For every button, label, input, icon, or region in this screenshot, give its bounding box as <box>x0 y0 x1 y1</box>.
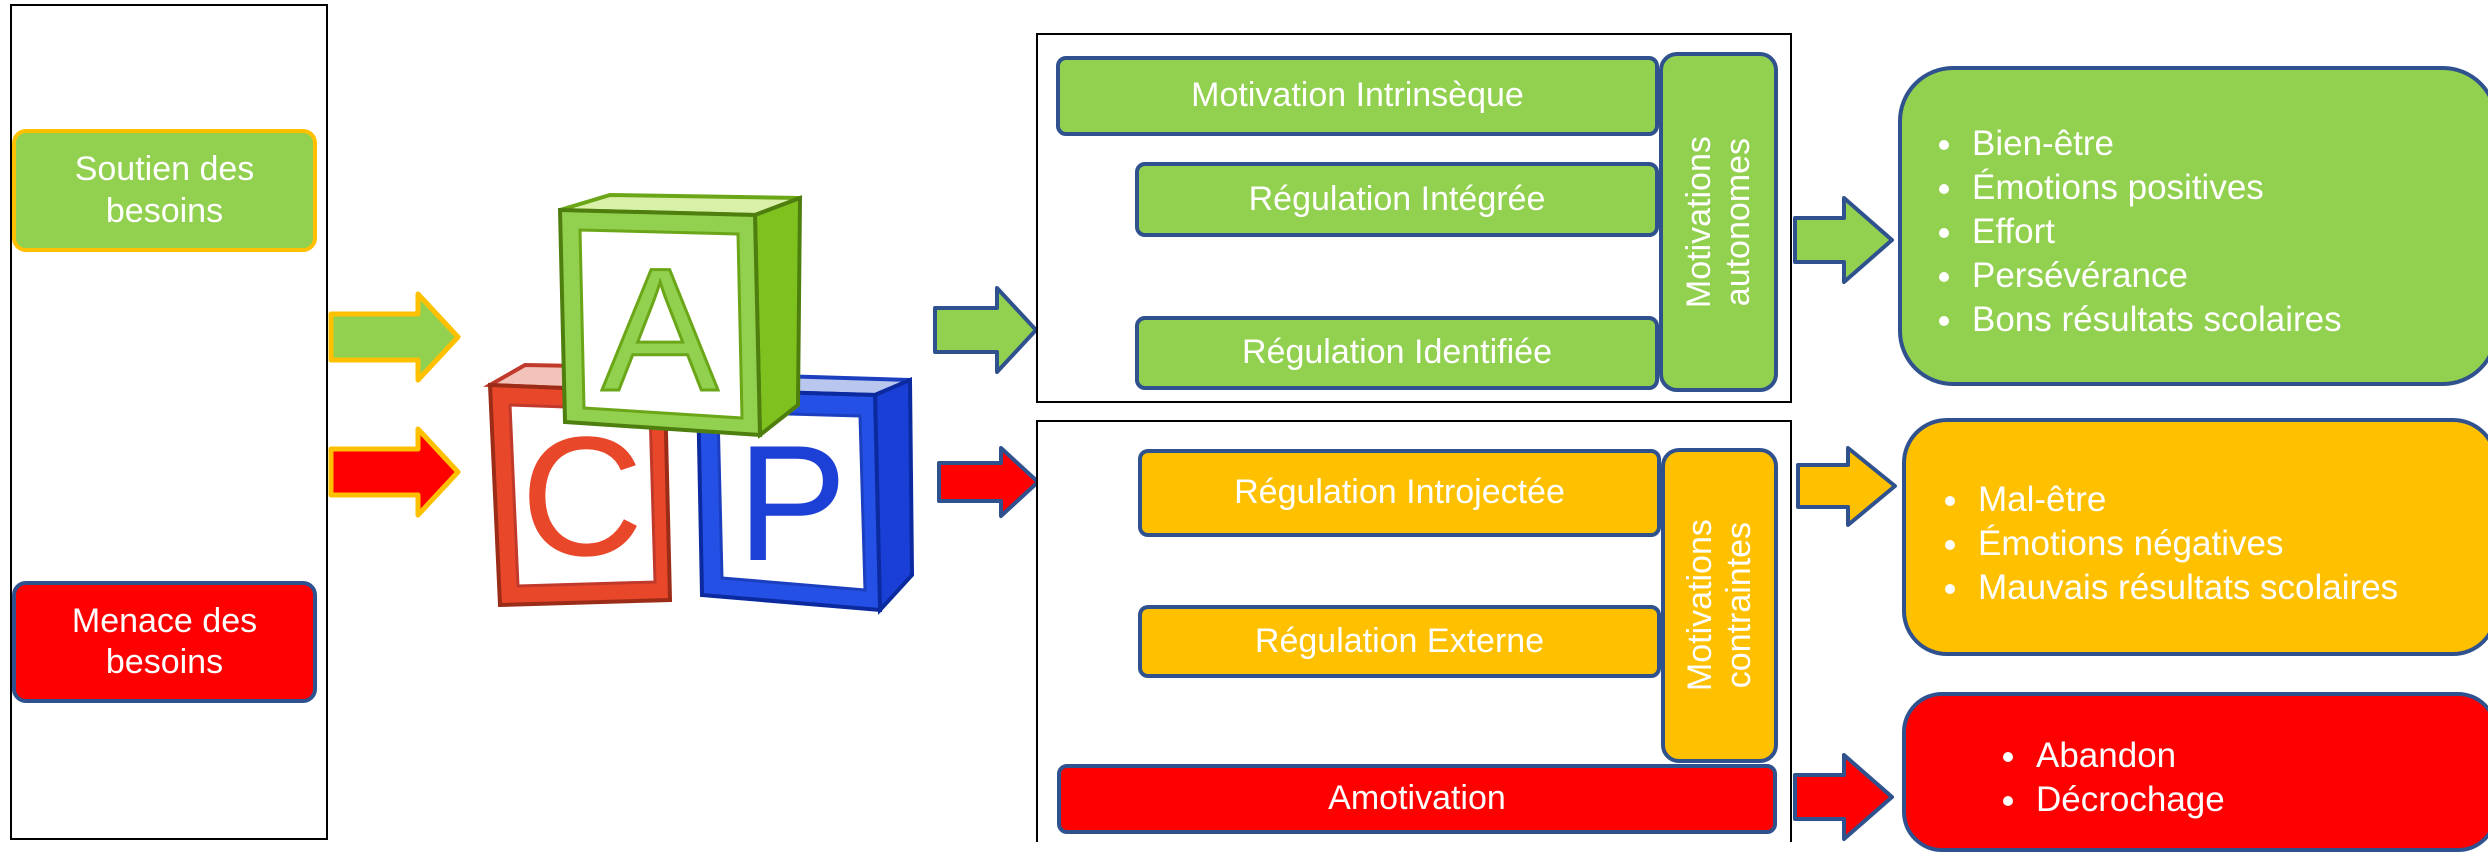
list-item: Bons résultats scolaires <box>1966 298 2488 342</box>
regulation-identifiee-label: Régulation Identifiée <box>1241 333 1552 372</box>
regulation-integree-box: Régulation Intégrée <box>1135 162 1659 237</box>
block-a: A <box>557 192 803 440</box>
block-c-letter: C <box>521 402 644 592</box>
amotivation-box: Amotivation <box>1057 764 1777 834</box>
controlled-group-label: Motivations contraintes <box>1680 519 1758 692</box>
regulation-introjectee-label: Régulation Introjectée <box>1234 473 1565 512</box>
list-item: Mal-être <box>1972 478 2488 522</box>
need-support-label: Soutien des besoins <box>74 150 255 230</box>
list-item: Bien-être <box>1966 122 2488 166</box>
arrow-to-controlled <box>937 446 1040 518</box>
regulation-identifiee-box: Régulation Identifiée <box>1135 316 1659 390</box>
dropout-outcomes-box: Abandon Décrochage <box>1902 692 2488 852</box>
motivation-intrinseque-box: Motivation Intrinsèque <box>1056 56 1659 136</box>
list-item: Persévérance <box>1966 254 2488 298</box>
list-item: Décrochage <box>2030 778 2488 822</box>
support-arrow <box>328 291 461 383</box>
regulation-externe-box: Régulation Externe <box>1138 605 1661 678</box>
negative-outcomes-box: Mal-être Émotions négatives Mauvais résu… <box>1902 418 2488 656</box>
need-support-box: Soutien des besoins <box>12 129 317 252</box>
need-threat-label: Menace des besoins <box>71 601 258 681</box>
block-a-letter: A <box>602 233 719 428</box>
block-p-letter: P <box>737 411 847 595</box>
autonomous-group-label: Motivations autonomes <box>1679 136 1757 308</box>
autonomous-group-label-box: Motivations autonomes <box>1659 52 1778 392</box>
positive-outcomes-box: Bien-être Émotions positives Effort Pers… <box>1898 66 2488 386</box>
dropout-outcomes-list: Abandon Décrochage <box>2000 734 2488 822</box>
arrow-to-positive-outcomes <box>1793 196 1894 284</box>
need-threat-box: Menace des besoins <box>12 581 317 703</box>
alphabet-blocks-illustration: C P A <box>482 192 915 616</box>
list-item: Émotions négatives <box>1972 522 2488 566</box>
arrow-to-autonomous <box>933 286 1038 374</box>
list-item: Émotions positives <box>1966 166 2488 210</box>
motivation-intrinseque-label: Motivation Intrinsèque <box>1191 76 1524 115</box>
amotivation-label: Amotivation <box>1328 779 1506 818</box>
arrow-to-dropout-outcomes <box>1793 753 1894 841</box>
block-p: P <box>695 372 915 616</box>
regulation-introjectee-box: Régulation Introjectée <box>1138 449 1661 537</box>
negative-outcomes-list: Mal-être Émotions négatives Mauvais résu… <box>1912 478 2488 610</box>
threat-arrow <box>328 426 461 518</box>
regulation-integree-label: Régulation Intégrée <box>1248 179 1546 218</box>
list-item: Abandon <box>2030 734 2488 778</box>
arrow-to-negative-outcomes <box>1796 446 1897 527</box>
list-item: Mauvais résultats scolaires <box>1972 566 2488 610</box>
positive-outcomes-list: Bien-être Émotions positives Effort Pers… <box>1906 122 2488 342</box>
regulation-externe-label: Régulation Externe <box>1254 621 1545 660</box>
controlled-group-label-box: Motivations contraintes <box>1661 448 1778 763</box>
list-item: Effort <box>1966 210 2488 254</box>
